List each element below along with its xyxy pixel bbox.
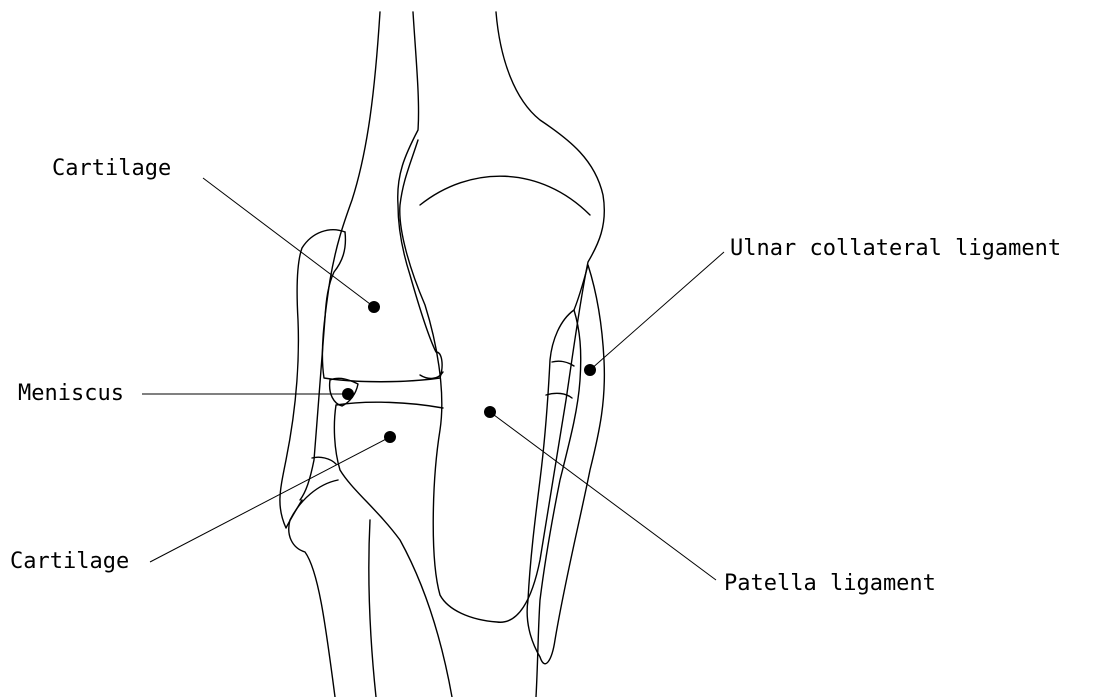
leader-cartilage-upper [203,178,374,307]
label-ulnar-collateral-ligament: Ulnar collateral ligament [730,236,1061,262]
patella-arc [420,176,590,215]
label-cartilage-upper: Cartilage [52,156,171,182]
marker-meniscus [342,388,354,400]
marker-cartilage-lower [384,431,396,443]
patella-outline [400,12,605,622]
label-patella-ligament: Patella ligament [724,571,936,597]
marker-ulnar-collateral-ligament [584,364,596,376]
fibula-outline [289,480,338,697]
medial-ligament-stripe-2 [546,393,572,398]
tibia-shaft-left [369,520,376,697]
leader-cartilage-lower [150,437,390,562]
medial-ligament-outline [527,265,604,664]
medial-ligament-inner [536,310,581,697]
femur-outline [322,12,442,382]
marker-patella-ligament [484,406,496,418]
leader-ulnar-collateral-ligament [590,252,724,370]
marker-cartilage-upper [368,301,380,313]
leader-patella-ligament [490,412,716,580]
label-cartilage-lower: Cartilage [10,549,129,575]
lateral-ligament-stripe [312,457,336,464]
label-meniscus: Meniscus [18,381,124,407]
